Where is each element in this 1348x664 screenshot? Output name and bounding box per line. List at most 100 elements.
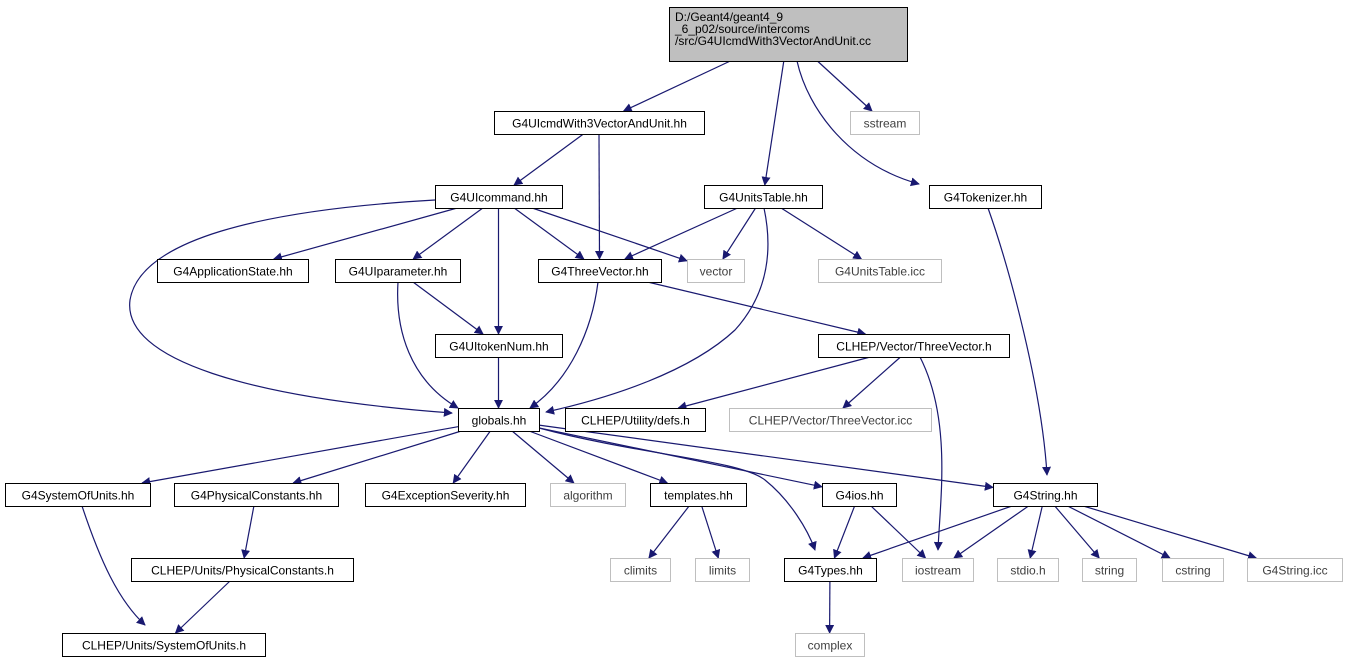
edge-globals-to-excsev [452,430,491,484]
node-uiparam[interactable]: G4UIparameter.hh [335,259,461,283]
node-defs[interactable]: CLHEP/Utility/defs.h [565,408,706,432]
node-clhepsys[interactable]: CLHEP/Units/SystemOfUnits.h [62,633,266,657]
node-label-uiparam: G4UIparameter.hh [349,265,448,279]
node-g4ios[interactable]: G4ios.hh [822,483,897,507]
node-label-physconst: G4PhysicalConstants.hh [191,489,322,503]
node-unitstable[interactable]: G4UnitsTable.hh [704,185,823,209]
node-threevec[interactable]: G4ThreeVector.hh [538,259,662,283]
node-box-clhepphys [131,558,354,582]
node-limits: limits [695,558,750,582]
node-label-iostream: iostream [915,564,961,578]
node-box-templates [650,483,747,507]
node-cstring: cstring [1162,558,1224,582]
node-label-string: string [1095,564,1124,578]
node-tokennum[interactable]: G4UItokenNum.hh [435,334,563,358]
edge-globals-to-algorithm [511,430,575,484]
node-label-tokennum: G4UItokenNum.hh [449,340,548,354]
edge-root-to-sstream [816,60,873,112]
node-cmd3vec[interactable]: G4UIcmdWith3VectorAndUnit.hh [494,111,705,135]
edge-g4string-to-string [1054,505,1100,559]
node-label-sysunits: G4SystemOfUnits.hh [22,489,135,503]
edge-g4string-to-g4stringicc [1083,505,1258,560]
node-appstate[interactable]: G4ApplicationState.hh [157,259,309,283]
edge-g4string-to-stdio [1027,505,1043,559]
edge-g4string-to-g4types [862,505,1013,560]
node-sysunits[interactable]: G4SystemOfUnits.hh [5,483,151,507]
node-label-complex: complex [808,639,853,653]
node-label-appstate: G4ApplicationState.hh [173,265,292,279]
node-label-tokenizer: G4Tokenizer.hh [944,191,1027,205]
node-box-sstream [850,111,920,135]
node-g4types[interactable]: G4Types.hh [784,558,877,582]
node-box-sysunits [5,483,151,507]
node-box-unitsicc [818,259,942,283]
edge-unitstable-to-unitsicc [780,207,863,260]
node-label-defs: CLHEP/Utility/defs.h [581,414,690,428]
edge-physconst-to-clhepphys [241,505,255,559]
edge-uiparam-to-tokennum [412,281,484,335]
node-algorithm: algorithm [550,483,626,507]
node-box-root [669,7,908,62]
node-box-g4stringicc [1247,558,1343,582]
node-label-g4stringicc: G4String.icc [1262,564,1327,578]
node-clhepvecicc: CLHEP/Vector/ThreeVector.icc [729,408,932,432]
node-label-excsev: G4ExceptionSeverity.hh [382,489,510,503]
edges-layer [81,60,1258,634]
edge-g4string-to-cstring [1067,505,1171,559]
node-box-threevec [538,259,662,283]
node-clhepvec[interactable]: CLHEP/Vector/ThreeVector.h [818,334,1010,358]
edge-clhepphys-to-clhepsys [174,580,231,634]
node-string: string [1082,558,1137,582]
edge-unitstable-to-globals [545,207,769,415]
edge-root-to-tokenizer [796,60,920,187]
node-label-stdio: stdio.h [1010,564,1045,578]
node-unitsicc: G4UnitsTable.icc [818,259,942,283]
edge-globals-to-templates [528,430,669,485]
node-globals[interactable]: globals.hh [458,408,540,432]
node-box-cmd3vec [494,111,705,135]
node-label-clhepvec: CLHEP/Vector/ThreeVector.h [836,340,991,354]
edge-threevec-to-globals [529,281,599,409]
edge-uicommand-to-uiparam [412,207,484,260]
node-uicommand[interactable]: G4UIcommand.hh [435,185,563,209]
node-box-uiparam [335,259,461,283]
node-physconst[interactable]: G4PhysicalConstants.hh [174,483,339,507]
edge-globals-to-g4types [538,427,817,551]
node-label-clhepphys: CLHEP/Units/PhysicalConstants.h [151,564,334,578]
node-label-sstream: sstream [864,117,907,131]
node-tokenizer[interactable]: G4Tokenizer.hh [929,185,1042,209]
edge-clhepvec-to-clhepvecicc [842,356,901,409]
node-root[interactable]: D:/Geant4/geant4_9_6_p02/source/intercom… [669,7,908,62]
node-box-tokennum [435,334,563,358]
node-clhepphys[interactable]: CLHEP/Units/PhysicalConstants.h [131,558,354,582]
node-box-g4ios [822,483,897,507]
node-box-unitstable [704,185,823,209]
node-box-complex [795,633,865,657]
node-stdio: stdio.h [997,558,1059,582]
node-excsev[interactable]: G4ExceptionSeverity.hh [365,483,526,507]
node-box-clhepvec [818,334,1010,358]
node-label-g4ios: G4ios.hh [835,489,883,503]
edge-clhepvec-to-iostream [919,356,943,551]
node-box-g4string [993,483,1098,507]
edge-globals-to-sysunits [141,426,459,487]
node-box-cstring [1162,558,1224,582]
edge-g4string-to-iostream [953,505,1029,559]
node-iostream: iostream [902,558,974,582]
node-label-g4string: G4String.hh [1013,489,1077,503]
edge-tokenizer-to-g4string [987,207,1052,476]
node-g4string[interactable]: G4String.hh [993,483,1098,507]
node-label-root-line-0: D:/Geant4/geant4_9 [675,10,783,24]
node-label-cmd3vec: G4UIcmdWith3VectorAndUnit.hh [512,117,687,131]
edge-uicommand-to-threevec [513,207,585,260]
node-box-physconst [174,483,339,507]
edge-globals-to-physconst [292,430,462,485]
node-g4stringicc: G4String.icc [1247,558,1343,582]
node-box-clhepsys [62,633,266,657]
node-label-cstring: cstring [1175,564,1210,578]
node-templates[interactable]: templates.hh [650,483,747,507]
node-box-string [1082,558,1137,582]
node-box-defs [565,408,706,432]
edge-root-to-unitstable [761,60,785,186]
